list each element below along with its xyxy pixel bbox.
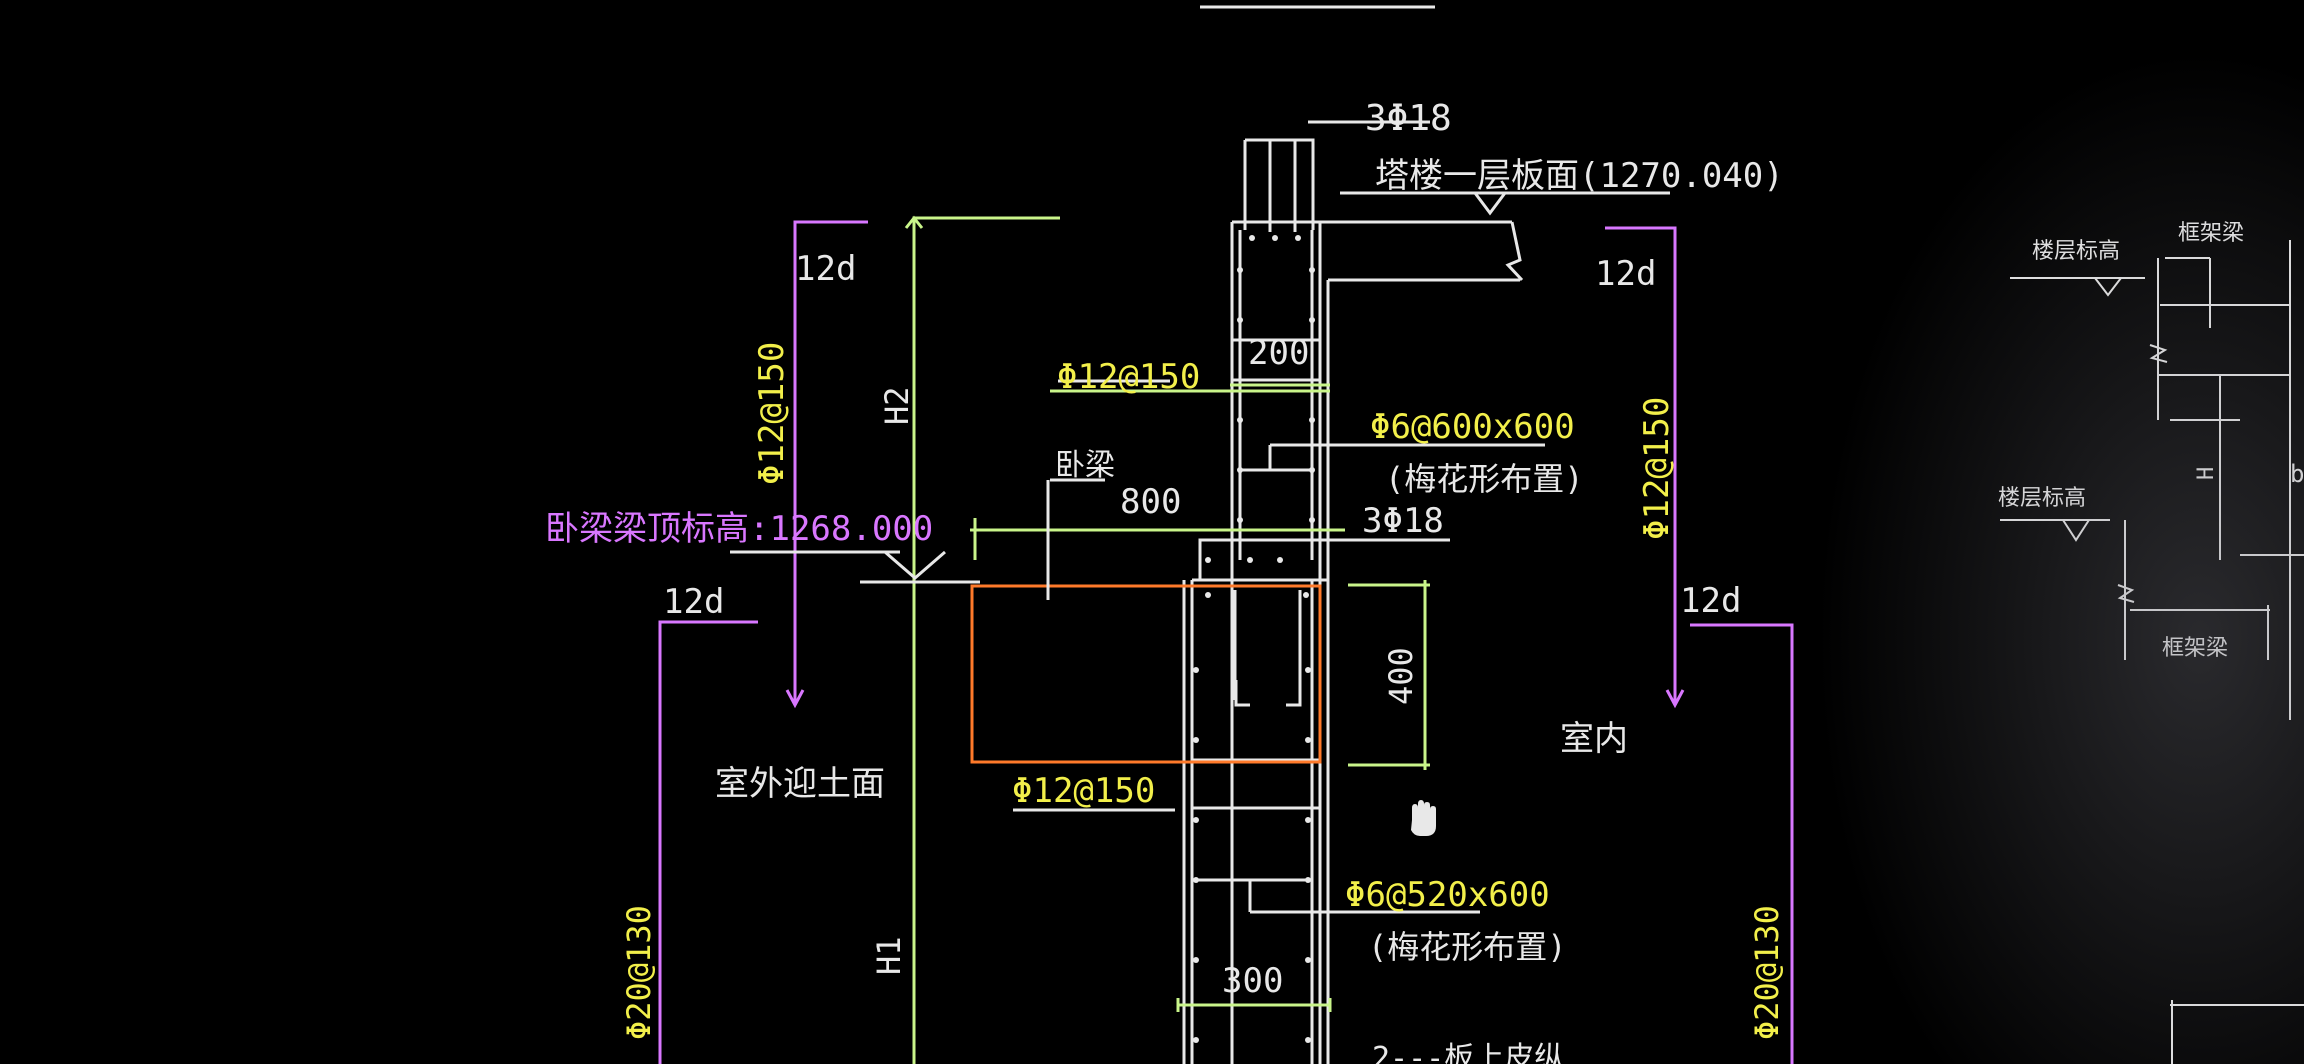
rebar-right-bottom-label: Φ20@130	[1748, 905, 1786, 1040]
tie-top-label: Φ6@600x600	[1370, 407, 1575, 447]
tie-bottom-note: (梅花形布置)	[1368, 928, 1567, 966]
lap-right-mid-label: 12d	[1680, 581, 1741, 621]
rebar-left-bottom-label: Φ20@130	[620, 905, 658, 1040]
floor-level-label: 塔楼一层板面(1270.040)	[1375, 156, 1784, 196]
top-bars-label: 3Φ18	[1365, 98, 1452, 139]
wall-width-bottom-label: 300	[1222, 961, 1283, 1001]
rebar-dots	[1193, 235, 1315, 1043]
beam-label: 卧梁	[1055, 448, 1115, 483]
rebar-left-top-label: Φ12@150	[752, 342, 792, 485]
lap-right-top-label: 12d	[1595, 254, 1656, 294]
bottom-cut-text: 2---板上皮纵	[1372, 1041, 1564, 1064]
beam-width-label: 800	[1120, 482, 1181, 522]
side-edge-text: b	[2290, 460, 2304, 488]
height-h2-label: H2	[878, 386, 916, 425]
wall-outline	[1182, 138, 1524, 1064]
wall-width-top-label: 200	[1248, 333, 1309, 373]
side-frame-beam-1: 框架梁	[2178, 221, 2244, 246]
beam-outline	[970, 584, 1322, 764]
horizontal-bar-bottom-label: Φ12@150	[1012, 771, 1155, 811]
height-h1-label: H1	[870, 936, 908, 975]
beam-top-level-label: 卧梁梁顶标高:1268.000	[545, 509, 933, 549]
tie-top-note: (梅花形布置)	[1385, 460, 1584, 498]
magenta-rebars	[658, 220, 1794, 1064]
side-floor-level-2: 楼层标高	[1998, 486, 2086, 511]
leader-lines	[730, 120, 1670, 914]
beam-height-label: 400	[1382, 647, 1420, 705]
horizontal-bar-top-label: Φ12@150	[1057, 357, 1200, 397]
indoor-label: 室内	[1560, 719, 1628, 759]
tie-bottom-label: Φ6@520x600	[1345, 875, 1550, 915]
green-lines	[904, 215, 1430, 1064]
side-height-mark: H	[2194, 467, 2219, 480]
lap-left-mid-label: 12d	[663, 582, 724, 622]
side-detail	[2000, 240, 2304, 1064]
rebar-right-top-label: Φ12@150	[1637, 397, 1677, 540]
mid-bars-label: 3Φ18	[1362, 501, 1444, 541]
side-floor-level-1: 楼层标高	[2032, 239, 2120, 264]
side-frame-beam-2: 框架梁	[2162, 636, 2228, 661]
outdoor-label: 室外迎土面	[715, 764, 885, 804]
hand-cursor-icon	[1411, 800, 1436, 836]
lap-left-top-label: 12d	[795, 249, 856, 289]
